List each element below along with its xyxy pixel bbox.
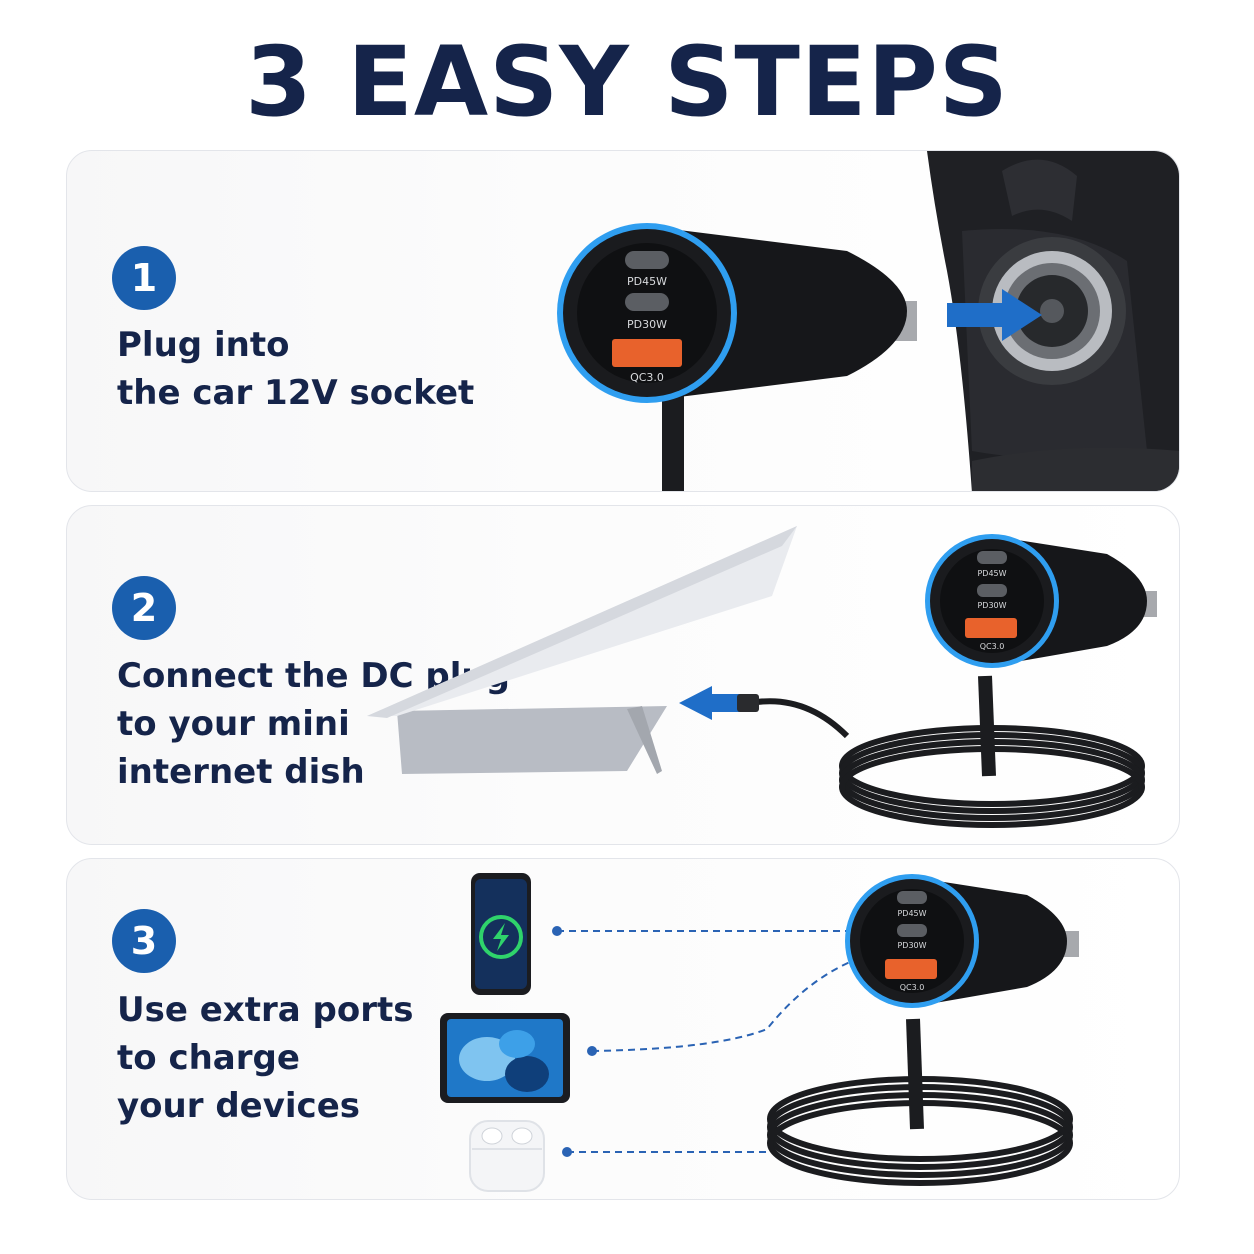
step-number-badge: 3 bbox=[112, 909, 176, 973]
step-description: Use extra ports to charge your devices bbox=[117, 990, 414, 1126]
phone-icon bbox=[471, 873, 531, 995]
tablet-icon bbox=[440, 1013, 570, 1103]
port-label: PD30W bbox=[897, 941, 926, 950]
car-charger: PD45W PD30W QC3.0 bbox=[845, 874, 1079, 1008]
arrow-left-icon bbox=[679, 686, 747, 720]
step-card-2: 2 Connect the DC plug to your mini inter… bbox=[66, 505, 1180, 845]
arrow-right-icon bbox=[947, 289, 1042, 341]
port-label: QC3.0 bbox=[630, 371, 664, 384]
step-3-illustration: PD45W PD30W QC3.0 bbox=[440, 873, 1079, 1192]
step-card-3: 3 Use extra ports to charge your devices bbox=[66, 858, 1180, 1200]
car-charger: PD45W PD30W QC3.0 bbox=[925, 534, 1157, 668]
step-number-badge: 2 bbox=[112, 576, 176, 640]
port-label: PD30W bbox=[627, 318, 667, 331]
step-card-1: 1 Plug into the car 12V socket PD45W bbox=[66, 150, 1180, 492]
page-title: 3 EASY STEPS bbox=[245, 26, 1009, 138]
step-description: Plug into the car 12V socket bbox=[117, 325, 475, 413]
car-socket bbox=[927, 151, 1179, 491]
port-label: QC3.0 bbox=[980, 642, 1005, 651]
port-label: PD45W bbox=[897, 909, 926, 918]
car-charger: PD45W PD30W QC3.0 bbox=[557, 223, 917, 491]
earbuds-case-icon bbox=[469, 1120, 545, 1192]
step-2-illustration: PD45W PD30W QC3.0 bbox=[367, 526, 1157, 828]
port-label: PD30W bbox=[977, 601, 1006, 610]
port-label: PD45W bbox=[977, 569, 1006, 578]
port-label: PD45W bbox=[627, 275, 667, 288]
step-1-illustration: PD45W PD30W QC3.0 bbox=[557, 151, 1179, 491]
satellite-dish bbox=[367, 526, 797, 774]
step-number-badge: 1 bbox=[112, 246, 176, 310]
port-label: QC3.0 bbox=[900, 983, 925, 992]
